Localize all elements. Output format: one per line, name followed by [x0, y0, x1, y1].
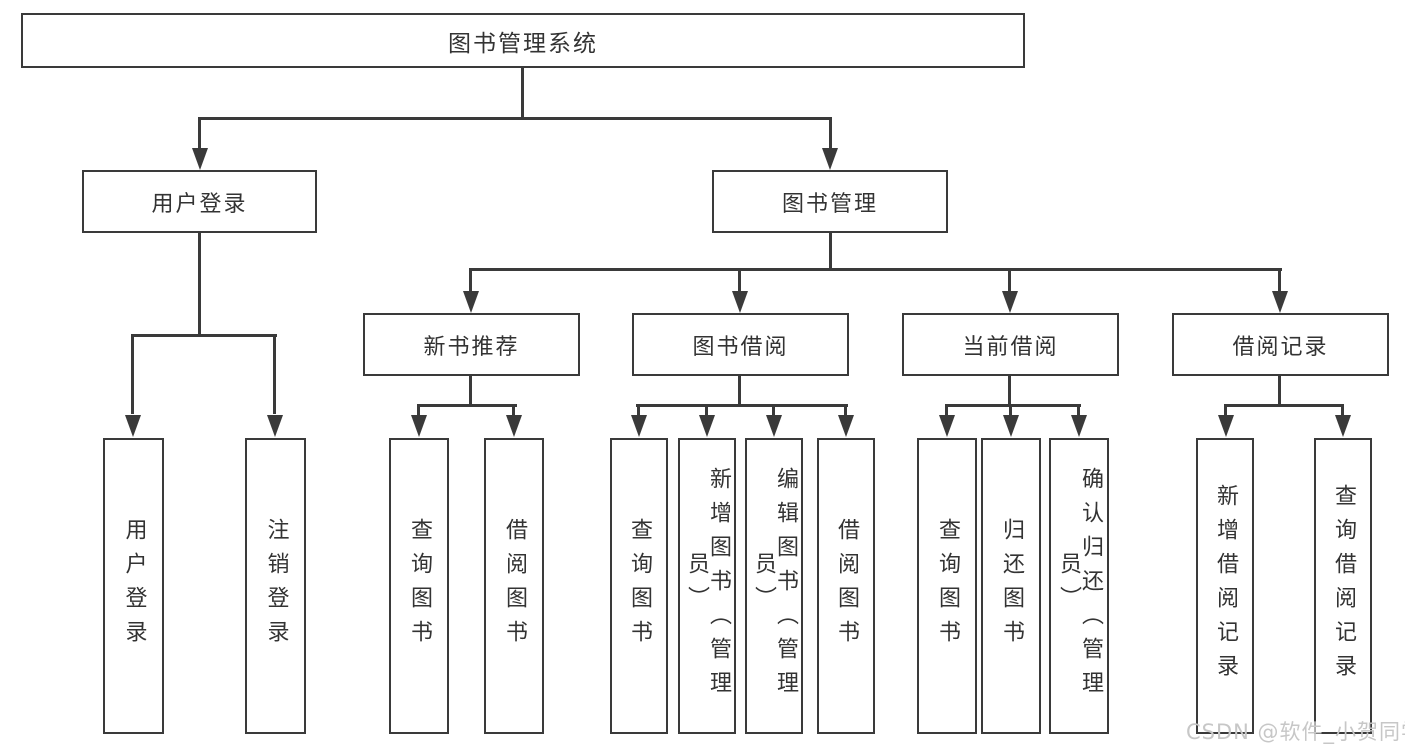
node-book-borrowing: 图书借阅 — [632, 313, 849, 376]
connector-groupB-stem — [738, 376, 741, 407]
node-borrowing-records: 借阅记录 — [1172, 313, 1389, 376]
connector-drop-login-leaf2 — [273, 334, 276, 414]
connector-groupB-drop1 — [637, 404, 640, 416]
arrowhead-current-borrow — [1002, 291, 1018, 313]
csdn-watermark: CSDN @软件_小贺同学 — [1186, 720, 1405, 744]
connector-login-branch — [131, 334, 277, 337]
connector-groupD-drop1 — [1224, 404, 1227, 416]
connector-drop-login-leaf1 — [131, 334, 134, 414]
arrowhead-groupB-leaf3 — [766, 415, 782, 437]
connector-mgmt-stem — [829, 233, 832, 271]
node-query-borrow-record: 查询借阅记录 — [1314, 438, 1372, 734]
node-confirm-return-admin: 确认归还（管理员） — [1049, 438, 1109, 734]
node-label: 用户登录 — [121, 518, 147, 654]
connector-root-stem — [521, 68, 524, 119]
connector-groupB-drop3 — [772, 404, 775, 416]
connector-drop-user-login — [198, 117, 201, 149]
arrowhead-new-books — [463, 291, 479, 313]
arrowhead-book-borrow — [732, 291, 748, 313]
connector-groupC-stem — [1008, 376, 1011, 407]
node-label: 新增借阅记录 — [1213, 484, 1238, 688]
connector-groupA-stem — [469, 376, 472, 407]
arrowhead-user-login — [192, 148, 208, 170]
node-label: 新增图书（管理员） — [684, 467, 731, 705]
node-label: 借阅图书 — [502, 518, 527, 654]
connector-drop-current-borrow — [1008, 268, 1011, 293]
node-label: 新书推荐 — [423, 334, 520, 360]
connector-groupA-drop2 — [512, 404, 515, 416]
connector-groupD-stem — [1278, 376, 1281, 407]
node-label: 用户登录 — [151, 191, 248, 217]
node-user-login: 用户登录 — [82, 170, 317, 233]
connector-login-stem — [198, 233, 201, 336]
node-book-management: 图书管理 — [712, 170, 948, 233]
node-label: 编辑图书（管理员） — [751, 467, 798, 705]
connector-drop-borrow-records — [1278, 268, 1281, 293]
arrowhead-groupA-leaf1 — [411, 415, 427, 437]
connector-drop-book-borrow — [738, 268, 741, 293]
arrowhead-login-leaf1 — [125, 415, 141, 437]
arrowhead-groupB-leaf4 — [838, 415, 854, 437]
arrowhead-book-mgmt — [822, 148, 838, 170]
arrowhead-groupC-leaf2 — [1003, 415, 1019, 437]
arrowhead-groupB-leaf1 — [631, 415, 647, 437]
arrowhead-groupD-leaf1 — [1218, 415, 1234, 437]
connector-drop-book-mgmt — [829, 117, 832, 149]
arrowhead-groupD-leaf2 — [1335, 415, 1351, 437]
node-user-login-leaf: 用户登录 — [103, 438, 164, 734]
connector-groupC-branch — [945, 404, 1081, 407]
connector-groupC-drop2 — [1009, 404, 1012, 416]
node-current-borrowing: 当前借阅 — [902, 313, 1119, 376]
node-label: 借阅记录 — [1232, 334, 1329, 360]
node-query-books-c: 查询图书 — [917, 438, 977, 734]
node-label: 图书管理 — [781, 191, 878, 217]
node-label: 图书借阅 — [692, 334, 789, 360]
connector-groupD-drop2 — [1341, 404, 1344, 416]
node-logout: 注销登录 — [245, 438, 306, 734]
connector-groupB-drop4 — [844, 404, 847, 416]
connector-groupA-branch — [417, 404, 517, 407]
node-label: 查询图书 — [627, 518, 652, 654]
node-library-management-system: 图书管理系统 — [21, 13, 1025, 68]
connector-mgmt-branch — [469, 268, 1282, 271]
arrowhead-login-leaf2 — [267, 415, 283, 437]
connector-groupC-drop1 — [945, 404, 948, 416]
node-label: 借阅图书 — [834, 518, 859, 654]
node-label: 归还图书 — [999, 518, 1024, 654]
arrowhead-groupC-leaf3 — [1071, 415, 1087, 437]
connector-groupB-branch — [636, 404, 848, 407]
connector-groupA-drop1 — [417, 404, 420, 416]
arrowhead-borrow-records — [1272, 291, 1288, 313]
connector-drop-new-books — [469, 268, 472, 293]
node-borrow-books-b: 借阅图书 — [817, 438, 875, 734]
connector-groupD-branch — [1224, 404, 1344, 407]
node-new-book-recommend: 新书推荐 — [363, 313, 580, 376]
node-query-books-b: 查询图书 — [610, 438, 668, 734]
node-borrow-books-a: 借阅图书 — [484, 438, 544, 734]
node-edit-books-admin: 编辑图书（管理员） — [745, 438, 803, 734]
node-label: 图书管理系统 — [448, 30, 598, 57]
node-label: 当前借阅 — [962, 334, 1059, 360]
node-label: 注销登录 — [263, 518, 289, 654]
arrowhead-groupB-leaf2 — [699, 415, 715, 437]
node-add-books-admin: 新增图书（管理员） — [678, 438, 736, 734]
connector-groupC-drop3 — [1077, 404, 1080, 416]
node-label: 查询图书 — [935, 518, 960, 654]
node-label: 确认归还（管理员） — [1056, 467, 1103, 705]
node-query-books-a: 查询图书 — [389, 438, 449, 734]
node-label: 查询借阅记录 — [1331, 484, 1356, 688]
node-label: 查询图书 — [407, 518, 432, 654]
arrowhead-groupA-leaf2 — [506, 415, 522, 437]
connector-groupB-drop2 — [705, 404, 708, 416]
node-add-borrow-record: 新增借阅记录 — [1196, 438, 1254, 734]
connector-root-branch — [198, 117, 832, 120]
arrowhead-groupC-leaf1 — [939, 415, 955, 437]
node-return-books: 归还图书 — [981, 438, 1041, 734]
